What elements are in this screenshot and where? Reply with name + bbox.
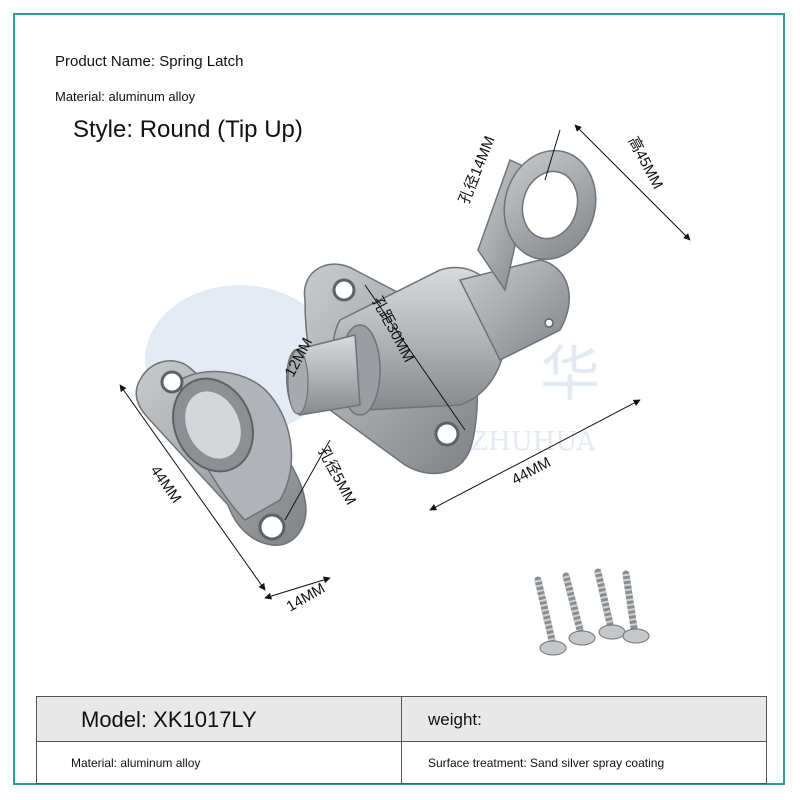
mounting-screws [534, 568, 650, 656]
spec-surface: Surface treatment: Sand silver spray coa… [428, 756, 665, 770]
watermark-text: ZHUHUA [470, 427, 596, 457]
product-material: Material: aluminum alloy [55, 89, 196, 104]
spec-material: Material: aluminum alloy [71, 756, 201, 770]
spec-cell-weight: weight: [402, 697, 766, 742]
screw [562, 572, 596, 646]
dim-body-length: 44MM [509, 454, 554, 489]
dim-keeper-height: 44MM [147, 463, 185, 507]
latch-body [286, 259, 570, 475]
spec-cell-material: Material: aluminum alloy [37, 742, 402, 783]
screw [594, 568, 626, 640]
product-style: Style: Round (Tip Up) [73, 116, 303, 143]
spec-cell-model: Model: XK1017LY [37, 697, 402, 742]
dim-hole-ring: 孔径14MM [456, 134, 499, 207]
dim-hole-small: 孔径5MM [314, 444, 359, 508]
page-frame [13, 13, 785, 785]
product-illustration: 华 ZHUHUA [119, 124, 691, 656]
spec-model: Model: XK1017LY [81, 707, 257, 732]
screw [622, 570, 650, 644]
watermark-glyph: 华 [540, 340, 600, 410]
screw [534, 576, 567, 656]
spec-table: Model: XK1017LY weight: Material: alumin… [36, 696, 767, 784]
product-name: Product Name: Spring Latch [55, 53, 244, 70]
spec-weight: weight: [428, 710, 482, 729]
dimension-lines [119, 124, 691, 600]
dim-height: 高45MM [624, 134, 666, 192]
latch-handle-ring [477, 149, 597, 292]
spec-cell-surface: Surface treatment: Sand silver spray coa… [402, 742, 766, 783]
